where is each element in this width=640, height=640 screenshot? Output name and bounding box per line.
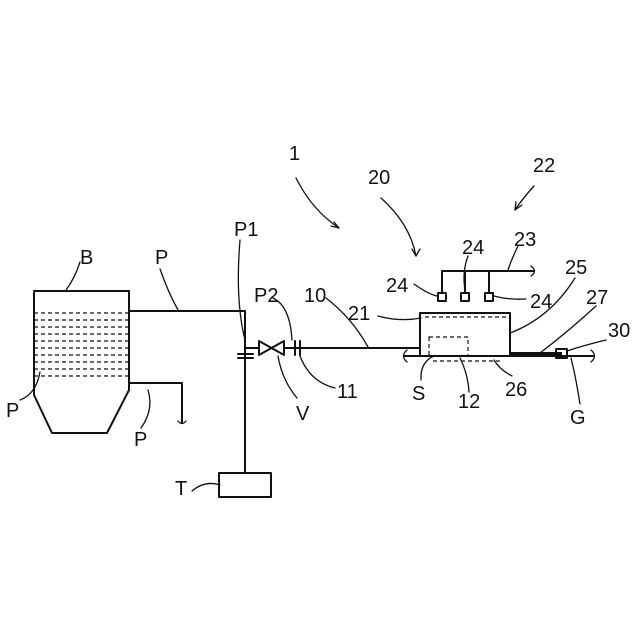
label-p2: P2 [254, 285, 278, 307]
leader-g [571, 358, 580, 404]
steam-pipe [129, 311, 245, 348]
leader-30 [567, 340, 606, 351]
label-25: 25 [565, 257, 587, 279]
label-boiler: B [80, 247, 93, 269]
label-tank: T [175, 478, 187, 500]
tank [219, 473, 271, 497]
leader-t [192, 483, 220, 491]
leader-s [421, 356, 434, 380]
leader-11 [300, 356, 335, 388]
boiler-coil [34, 313, 129, 376]
label-24-left: 24 [386, 275, 408, 297]
heater-box [420, 313, 510, 356]
arrow-20-head [412, 249, 420, 256]
leader-p-top [160, 269, 178, 310]
leader-b [66, 262, 80, 290]
label-g: G [570, 407, 586, 429]
leader-12 [460, 358, 469, 392]
label-24-top: 24 [462, 237, 484, 259]
label-11: 11 [337, 381, 358, 403]
sensor-box [429, 337, 468, 356]
nozzle-24-right [485, 293, 493, 301]
arrow-22 [515, 186, 534, 210]
strip-27 [510, 352, 562, 356]
arrow-1 [296, 178, 339, 228]
label-p1: P1 [234, 219, 258, 241]
valve [259, 341, 284, 355]
label-v: V [296, 403, 310, 425]
leader-27 [540, 306, 596, 353]
label-12: 12 [458, 391, 480, 413]
label-21: 21 [348, 303, 370, 325]
leader-24-right [494, 296, 526, 299]
leader-p-bottom [141, 390, 150, 428]
leader-26 [494, 360, 512, 376]
label-23: 23 [514, 229, 536, 251]
label-p-top: P [155, 247, 168, 269]
label-10: 10 [304, 285, 326, 307]
label-24-right: 24 [530, 291, 552, 313]
label-27: 27 [586, 287, 608, 309]
label-system: 1 [289, 143, 300, 165]
label-p-bottom: P [134, 429, 147, 451]
label-30: 30 [608, 320, 630, 342]
leader-24-left [414, 284, 437, 296]
arrow-20 [381, 198, 416, 256]
label-p-left: P [6, 400, 19, 422]
label-s: S [412, 383, 425, 405]
nozzle-24-left [438, 293, 446, 301]
label-26: 26 [505, 379, 527, 401]
leader-v [278, 356, 297, 398]
return-pipe [129, 383, 182, 423]
nozzle-24-middle [461, 293, 469, 301]
label-22: 22 [533, 155, 555, 177]
leader-21 [378, 316, 421, 320]
label-20: 20 [368, 167, 390, 189]
